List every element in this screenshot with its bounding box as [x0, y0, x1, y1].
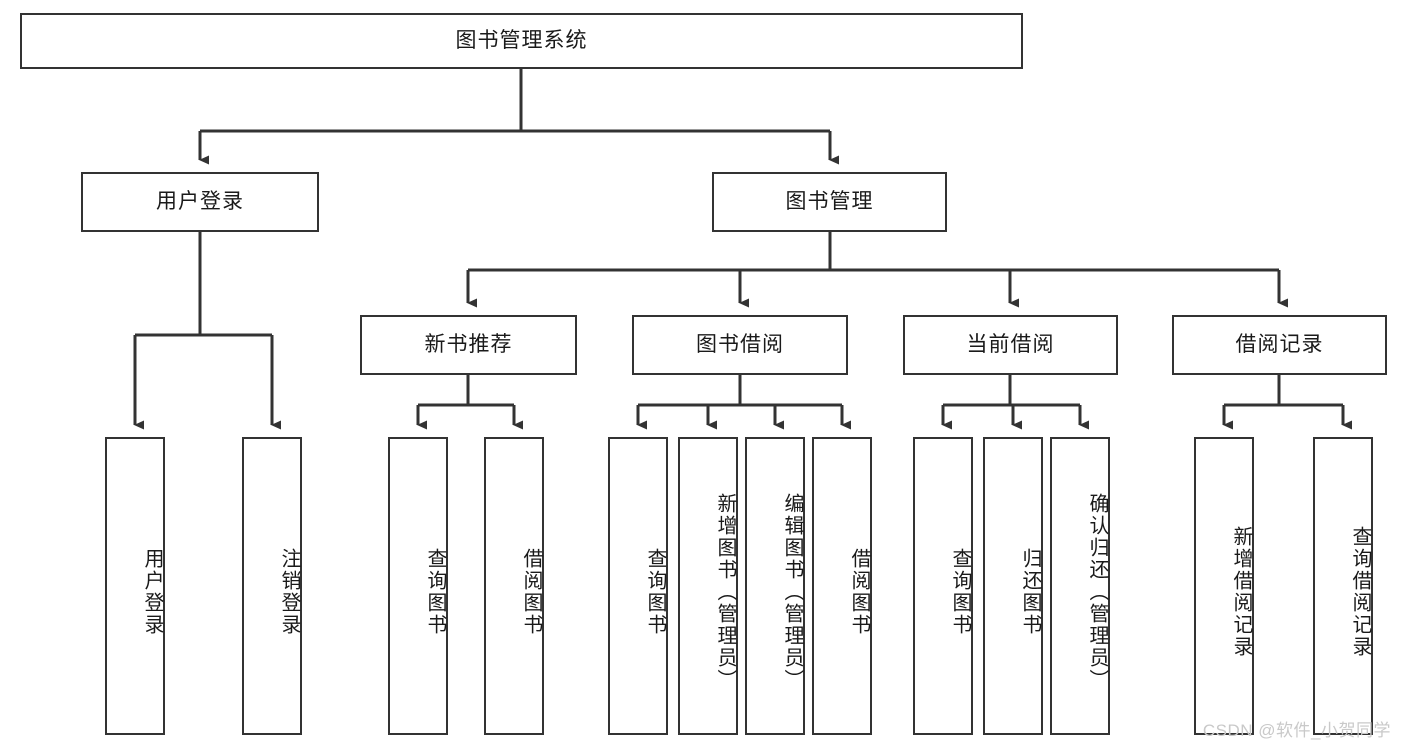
node-leaf-query-book-3-label: 查询图书	[949, 548, 971, 636]
node-leaf-logout-login-label: 注销登录	[278, 548, 300, 636]
node-user-login[interactable]: 用户登录	[81, 172, 319, 232]
node-book-borrow[interactable]: 图书借阅	[632, 315, 848, 375]
node-system-title[interactable]: 图书管理系统	[20, 13, 1023, 69]
node-current-borrow[interactable]: 当前借阅	[903, 315, 1118, 375]
node-leaf-borrow-book-2-label: 借阅图书	[848, 548, 870, 636]
node-leaf-add-borrow-record[interactable]: 新增借阅记录	[1194, 437, 1254, 735]
node-new-book-recommendation[interactable]: 新书推荐	[360, 315, 577, 375]
node-new-book-recommendation-label: 新书推荐	[424, 333, 513, 357]
node-leaf-borrow-book-1[interactable]: 借阅图书	[484, 437, 544, 735]
node-current-borrow-label: 当前借阅	[966, 333, 1055, 357]
node-book-borrow-label: 图书借阅	[696, 333, 784, 357]
node-leaf-query-borrow-record[interactable]: 查询借阅记录	[1313, 437, 1373, 735]
node-leaf-query-book-2-label: 查询图书	[644, 548, 666, 636]
node-leaf-query-book-1-label: 查询图书	[424, 548, 446, 636]
node-leaf-add-book[interactable]: 新增图书（管理员）	[678, 437, 738, 735]
node-leaf-edit-book[interactable]: 编辑图书（管理员）	[745, 437, 805, 735]
node-book-management[interactable]: 图书管理	[712, 172, 947, 232]
node-borrow-record-label: 借阅记录	[1235, 333, 1324, 357]
node-user-login-label: 用户登录	[156, 190, 244, 214]
node-leaf-query-book-3[interactable]: 查询图书	[913, 437, 973, 735]
node-leaf-query-book-2[interactable]: 查询图书	[608, 437, 668, 735]
node-book-management-label: 图书管理	[785, 190, 874, 214]
node-leaf-logout-login[interactable]: 注销登录	[242, 437, 302, 735]
node-system-title-label: 图书管理系统	[455, 29, 588, 53]
node-leaf-add-borrow-record-label: 新增借阅记录	[1230, 526, 1252, 658]
node-leaf-confirm-return[interactable]: 确认归还（管理员）	[1050, 437, 1110, 735]
node-leaf-query-book-1[interactable]: 查询图书	[388, 437, 448, 735]
node-leaf-edit-book-label: 编辑图书（管理员）	[781, 493, 803, 691]
node-borrow-record[interactable]: 借阅记录	[1172, 315, 1387, 375]
csdn-watermark: CSDN @软件_小贺同学	[1202, 721, 1391, 740]
node-leaf-user-login-label: 用户登录	[141, 548, 163, 636]
node-leaf-return-book-label: 归还图书	[1019, 548, 1041, 636]
node-leaf-add-book-label: 新增图书（管理员）	[714, 493, 736, 691]
node-leaf-query-borrow-record-label: 查询借阅记录	[1349, 526, 1371, 658]
node-leaf-return-book[interactable]: 归还图书	[983, 437, 1043, 735]
node-leaf-borrow-book-1-label: 借阅图书	[520, 548, 542, 636]
node-leaf-borrow-book-2[interactable]: 借阅图书	[812, 437, 872, 735]
node-leaf-user-login[interactable]: 用户登录	[105, 437, 165, 735]
node-leaf-confirm-return-label: 确认归还（管理员）	[1086, 493, 1108, 691]
